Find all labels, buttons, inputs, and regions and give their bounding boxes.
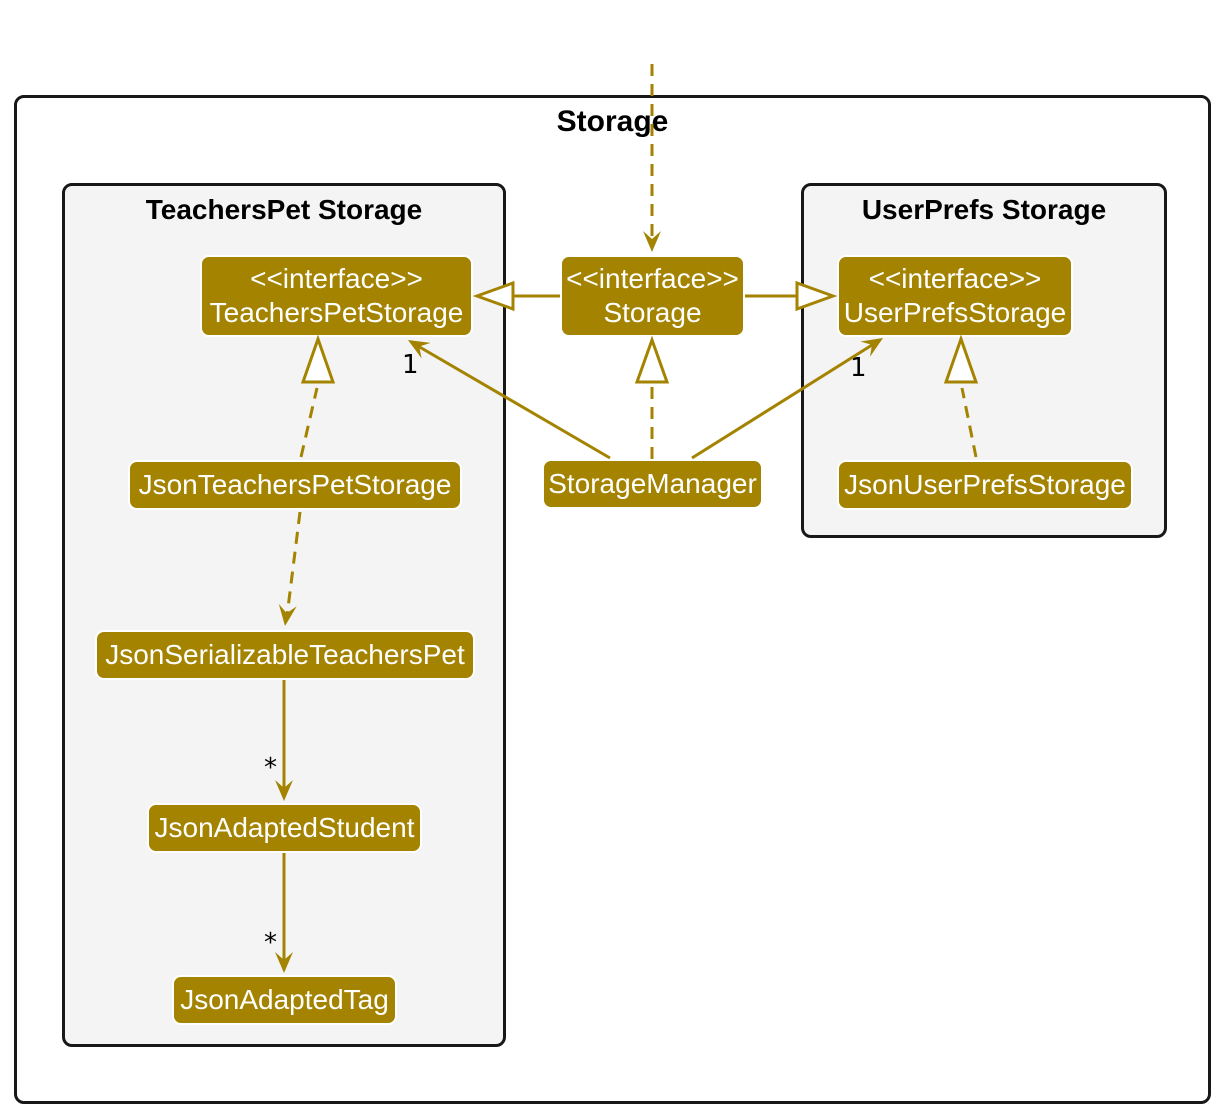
node-jsonserializableteacherspet: JsonSerializableTeachersPet [95,630,475,680]
node-jsonuserprefsstorage: JsonUserPrefsStorage [837,460,1133,510]
class-name: JsonUserPrefsStorage [844,469,1126,500]
class-name: JsonSerializableTeachersPet [105,639,465,670]
class-name: StorageManager [548,468,757,499]
class-name: JsonAdaptedStudent [154,812,415,843]
stereotype-label: <<interface>> [868,263,1042,294]
stereotype-label: <<interface>> [566,263,739,294]
node-storagemanager: StorageManager [542,459,763,509]
class-name: JsonAdaptedTag [180,984,389,1015]
class-name: Storage [603,297,702,328]
stereotype-label: <<interface>> [250,263,423,294]
class-name: TeachersPetStorage [209,297,464,328]
package-title: UserPrefs Storage [861,194,1107,225]
frame-title: Storage [556,105,669,138]
node-jsonadaptedtag: JsonAdaptedTag [172,975,397,1025]
node-jsonadaptedstudent: JsonAdaptedStudent [147,803,422,853]
node-teacherspetstorage-interface: <<interface>> TeachersPetStorage [200,255,473,337]
multiplicity-label: 1 [850,353,867,383]
package-title: TeachersPet Storage [145,194,423,225]
multiplicity-label: 1 [402,350,419,380]
multiplicity-label: * [264,753,277,783]
multiplicity-label: * [264,928,277,958]
node-storage-interface: <<interface>> Storage [560,255,745,337]
class-name: JsonTeachersPetStorage [138,469,452,500]
node-jsonteacherspetstorage: JsonTeachersPetStorage [128,460,462,510]
class-name: UserPrefsStorage [843,297,1067,328]
node-userprefsstorage-interface: <<interface>> UserPrefsStorage [837,255,1073,337]
